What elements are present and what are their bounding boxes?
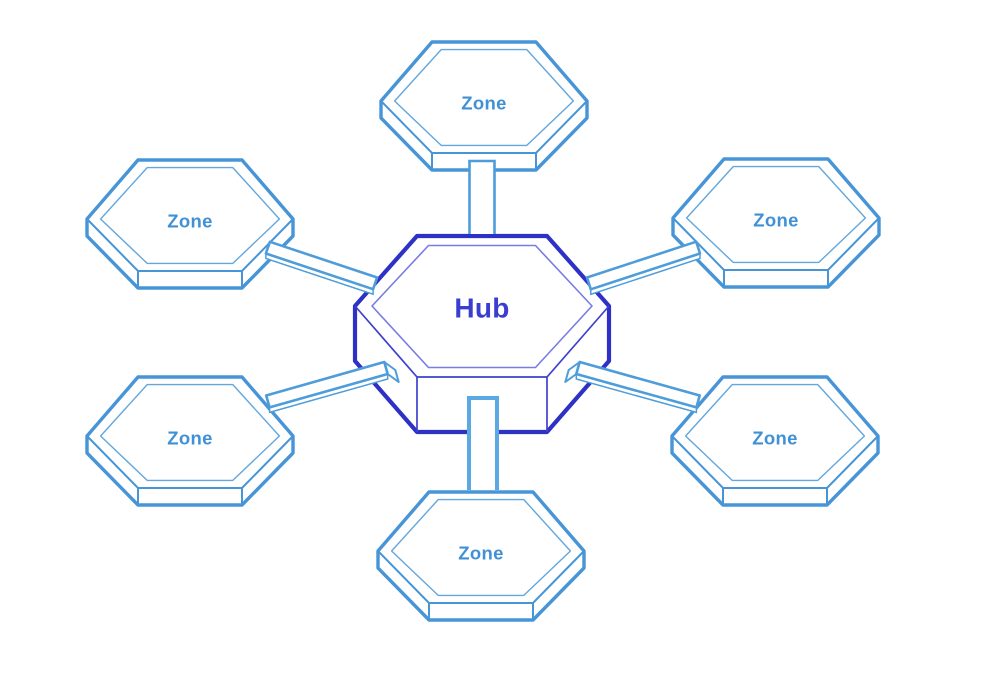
hex-tile-inner-line	[371, 244, 593, 369]
zone-upper-right-node: Zone	[671, 157, 881, 289]
zone-upper-left-node: Zone	[85, 158, 295, 290]
connector-top-face	[585, 240, 702, 291]
hub-to-zone-bottom-connector	[467, 396, 499, 490]
zone-label: Zone	[752, 428, 797, 449]
zone-label: Zone	[458, 543, 503, 564]
zone-label: Zone	[167, 428, 212, 449]
zone-bottom-node: Zone	[376, 490, 586, 622]
hex-tile-inner-line	[390, 498, 572, 597]
hex-tile-inner-line	[99, 166, 281, 265]
hex-tile-inner-line	[684, 383, 866, 482]
hex-tile-edge-lines	[671, 435, 879, 505]
hex-tile-outline	[352, 233, 612, 435]
connector-top-face	[264, 240, 379, 291]
hex-tile-edge-lines	[672, 217, 880, 287]
hex-tile-inner-line	[685, 165, 867, 264]
zone-label: Zone	[753, 210, 798, 231]
hex-tile-edge-lines	[377, 550, 585, 620]
zone-lower-right-node: Zone	[670, 375, 880, 507]
hub-label: Hub	[454, 293, 509, 324]
hex-tile-edge-lines	[380, 100, 588, 170]
zone-lower-left-node: Zone	[85, 375, 295, 507]
hub-node: Hub	[352, 233, 612, 435]
hex-tile-inner-line	[393, 48, 575, 147]
hub-to-zone-upper-left-connector	[264, 240, 379, 296]
hex-tile-edge-lines	[354, 305, 610, 432]
hex-tile-edge-lines	[86, 435, 294, 505]
zone-top-node: Zone	[379, 40, 589, 172]
hub-to-zone-top-connector	[468, 159, 496, 234]
hub-to-zone-upper-right-connector	[585, 240, 702, 296]
hub-to-zone-lower-right-connector	[564, 360, 702, 414]
connector-top-face	[574, 360, 702, 409]
hex-tile-inner-line	[99, 383, 281, 482]
zone-label: Zone	[167, 211, 212, 232]
zone-label: Zone	[461, 93, 506, 114]
connector-top-face	[264, 360, 390, 409]
hub-to-zone-lower-left-connector	[264, 360, 400, 414]
